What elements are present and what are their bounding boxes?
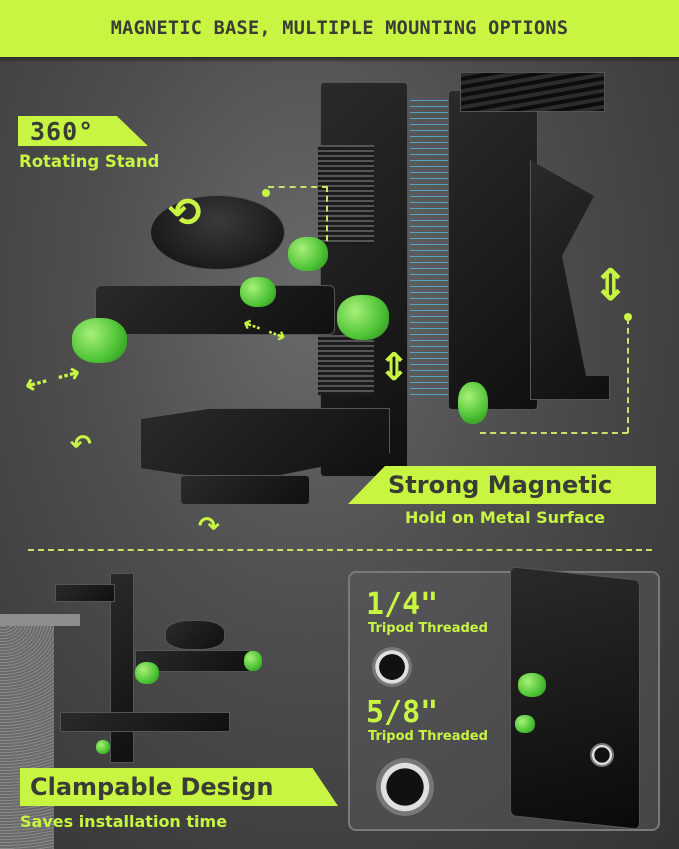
magnetic-subtitle: Hold on Metal Surface <box>405 508 606 527</box>
rotating-tag-text: 360° <box>30 116 95 146</box>
clip-vertical-arrows-icon: ⇕ <box>592 260 629 311</box>
adjust-knob-center <box>240 277 276 307</box>
callout-line-head-v <box>326 186 328 241</box>
clamp-tag: Clampable Design <box>20 768 338 806</box>
adjust-knob-left <box>72 318 127 363</box>
section-divider <box>28 549 652 551</box>
clamp-knob-side <box>135 662 159 684</box>
clamp-back <box>55 584 115 602</box>
callout-dot-head <box>262 189 270 197</box>
banner-shadow <box>0 57 679 63</box>
clamp-head <box>165 620 225 650</box>
clamp-knob-bottom <box>96 740 110 754</box>
clamp-base <box>60 712 230 732</box>
adjust-knob-upper <box>288 237 328 271</box>
clamp-tag-text: Clampable Design <box>30 773 274 801</box>
clamp-subtitle: Saves installation time <box>20 812 228 831</box>
curved-arrow-left-icon: ↶ <box>70 430 92 460</box>
tripod-threads-panel: 1/4" Tripod Threaded 5/8" Tripod Threade… <box>348 566 660 831</box>
rotating-subtitle: Rotating Stand <box>19 152 160 171</box>
horizontal-arm <box>95 285 335 335</box>
clip-top <box>460 72 605 112</box>
callout-line-head <box>268 186 328 188</box>
tripod-large-label: Tripod Threaded <box>368 729 488 744</box>
curved-arrow-bottom-icon: ↷ <box>198 512 220 542</box>
tripod-small-label: Tripod Threaded <box>368 621 488 636</box>
table-edge <box>0 614 54 849</box>
clamp-knob-end <box>244 651 262 671</box>
callout-line-clip-h <box>480 432 628 434</box>
magnetic-tag-text: Strong Magnetic <box>388 471 613 499</box>
rotate-arrows-icon: ⟲ <box>168 190 202 236</box>
bracket-knob-lower <box>515 715 535 733</box>
bracket-thread-hole <box>590 743 614 767</box>
quarter-inch-thread-icon <box>372 647 412 687</box>
clip-holder <box>448 90 538 410</box>
rotating-head <box>150 195 285 270</box>
callout-line-clip-v <box>627 318 629 433</box>
adjust-knob-right <box>337 295 389 340</box>
rotating-tag: 360° <box>18 116 148 146</box>
clip-knob <box>458 382 488 424</box>
rail-grille-lower <box>318 335 374 395</box>
callout-dot-clip <box>624 313 632 321</box>
vertical-arrows-icon: ⇕ <box>378 345 410 389</box>
banner-title: MAGNETIC BASE, MULTIPLE MOUNTING OPTIONS <box>110 18 569 39</box>
horizontal-arrows-icon: ⇠ ⇢ <box>20 355 84 402</box>
bracket-knob-upper <box>518 673 546 697</box>
header-banner: MAGNETIC BASE, MULTIPLE MOUNTING OPTIONS <box>0 0 679 57</box>
five-eighths-thread-icon <box>376 758 434 816</box>
table-top <box>0 614 80 626</box>
tripod-small-size: 1/4" <box>366 587 439 622</box>
tripod-large-size: 5/8" <box>366 695 439 730</box>
clamp-lever <box>180 475 310 505</box>
magnetic-tag: Strong Magnetic <box>348 466 656 504</box>
bracket-underside <box>510 566 640 830</box>
